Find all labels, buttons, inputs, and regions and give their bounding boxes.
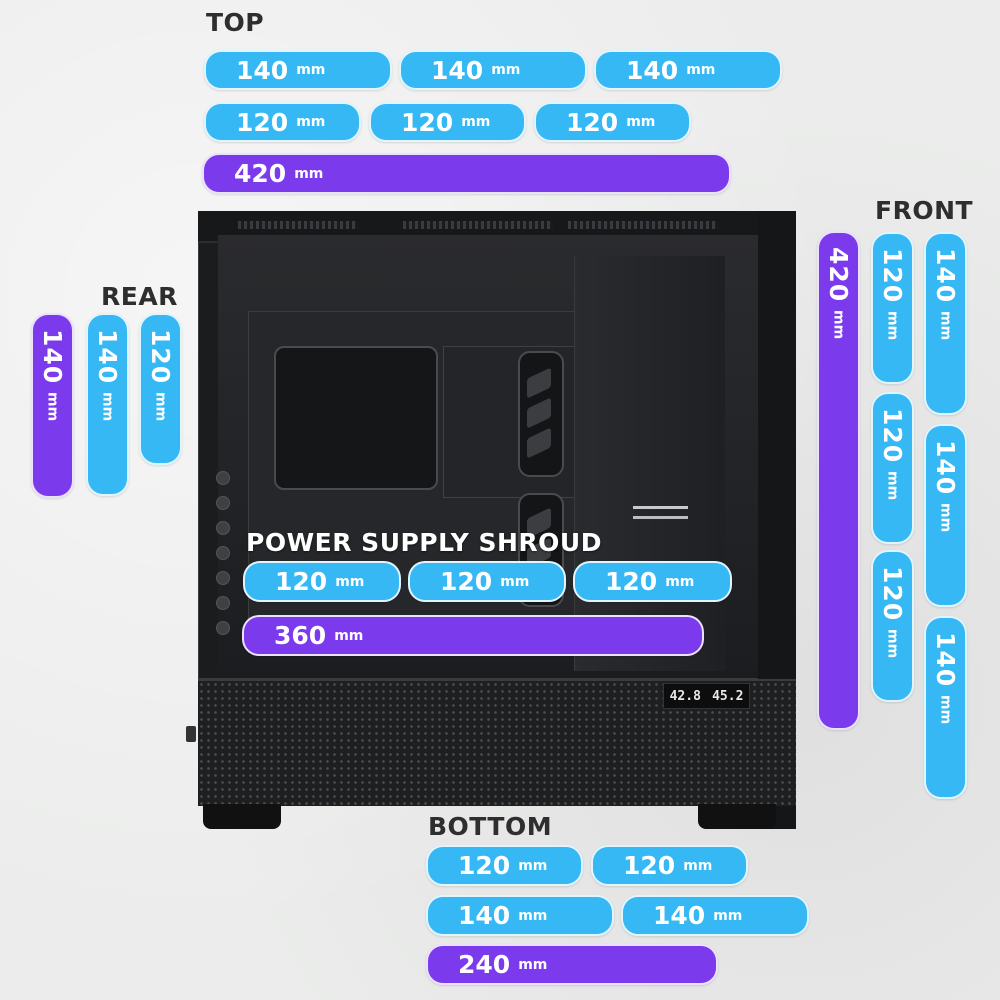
top-heading: TOP [206, 8, 265, 37]
display-value-left: 42.8 [669, 688, 701, 704]
expansion-slots [210, 451, 236, 661]
panel-clip [633, 506, 688, 509]
cable-grommet [518, 351, 564, 477]
cable-management-panel [574, 256, 725, 671]
front-heading: FRONT [875, 196, 974, 225]
io-button [186, 726, 196, 742]
temperature-display: 42.8 45.2 [663, 683, 750, 709]
case-foot-left [203, 804, 281, 829]
panel-clip [633, 516, 688, 519]
cpu-cutout [274, 346, 438, 490]
display-value-right: 45.2 [712, 688, 744, 704]
pc-case-illustration: 42.8 45.2 [186, 211, 798, 829]
case-foot-right [698, 804, 776, 829]
rear-heading: REAR [101, 282, 178, 311]
shroud-heading: POWER SUPPLY SHROUD [246, 528, 602, 557]
bottom-heading: BOTTOM [428, 812, 553, 841]
